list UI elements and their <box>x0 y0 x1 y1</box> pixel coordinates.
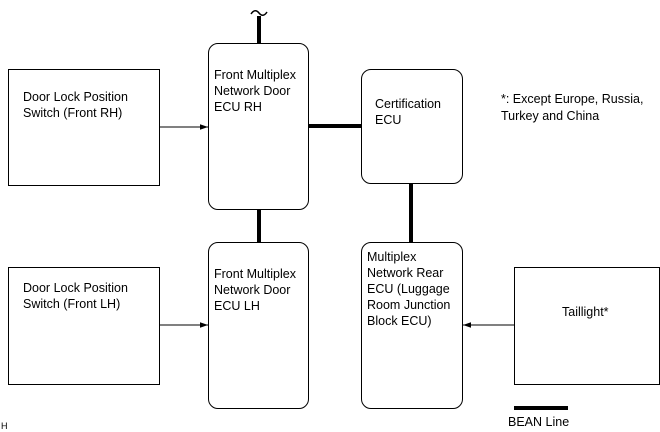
door-lock-switch-lh-box: Door Lock Position Switch (Front LH) <box>8 267 160 385</box>
certification-ecu-box: Certification ECU <box>361 69 463 184</box>
door-lock-switch-rh-box: Door Lock Position Switch (Front RH) <box>8 69 160 186</box>
corner-mark: H <box>1 421 8 431</box>
front-door-ecu-lh-box: Front Multiplex Network Door ECU LH <box>208 242 309 409</box>
taillight-box: Taillight* <box>514 267 660 385</box>
rear-ecu-box: Multiplex Network Rear ECU (Luggage Room… <box>361 242 463 409</box>
certification-ecu-label: Certification ECU <box>375 97 441 127</box>
taillight-label: Taillight* <box>562 305 609 319</box>
line-break-symbol <box>250 10 268 16</box>
front-door-ecu-rh-label: Front Multiplex Network Door ECU RH <box>214 68 296 114</box>
front-door-ecu-rh-box: Front Multiplex Network Door ECU RH <box>208 43 309 210</box>
front-door-ecu-lh-label: Front Multiplex Network Door ECU LH <box>214 267 296 313</box>
footnote: *: Except Europe, Russia, Turkey and Chi… <box>501 92 644 123</box>
rear-ecu-label: Multiplex Network Rear ECU (Luggage Room… <box>367 250 451 328</box>
door-lock-switch-lh-label: Door Lock Position Switch (Front LH) <box>23 281 128 311</box>
legend-bean-line-label: BEAN Line <box>508 415 570 429</box>
door-lock-switch-rh-label: Door Lock Position Switch (Front RH) <box>23 90 128 120</box>
